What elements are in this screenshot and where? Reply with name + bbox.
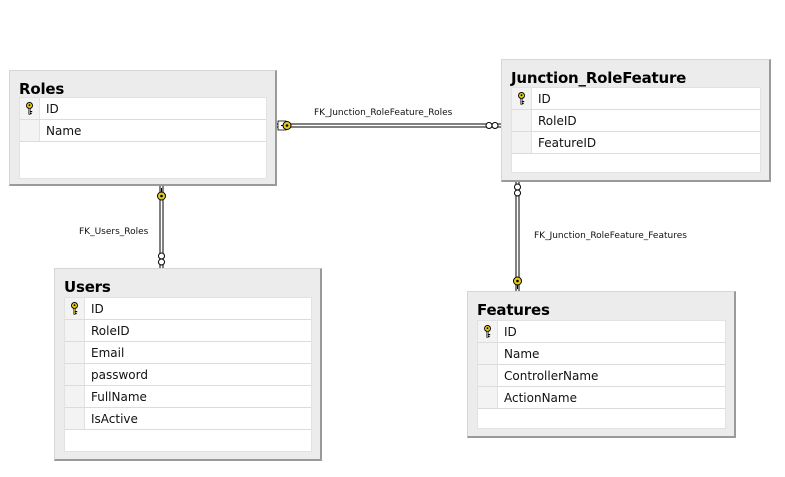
- column-name: password: [91, 367, 148, 382]
- relationship-label-roles-junction[interactable]: FK_Junction_RoleFeature_Roles: [314, 108, 453, 118]
- table-junction-rolefeature[interactable]: Junction_RoleFeature ID RoleID FeatureID: [501, 59, 771, 182]
- column-name: ActionName: [504, 390, 577, 405]
- column-name: RoleID: [91, 323, 130, 338]
- table-features[interactable]: Features ID Name ControllerName ActionNa…: [467, 291, 736, 438]
- column-name: IsActive: [91, 411, 138, 426]
- key-icon: [478, 321, 498, 342]
- column-name: ID: [91, 301, 104, 316]
- many-end-infinity-icon: [514, 183, 521, 197]
- column-list-junction: ID RoleID FeatureID: [511, 87, 761, 173]
- row-selector: [65, 320, 85, 341]
- column-list-features: ID Name ControllerName ActionName: [477, 320, 726, 429]
- row-selector: [20, 120, 40, 141]
- column-row[interactable]: RoleID: [65, 320, 311, 342]
- table-title-roles: Roles: [19, 80, 65, 98]
- table-title-users: Users: [64, 278, 111, 296]
- table-title-features: Features: [477, 301, 550, 319]
- column-row[interactable]: ID: [20, 98, 266, 120]
- one-end-key-icon: [277, 120, 292, 131]
- row-selector: [65, 342, 85, 363]
- column-row[interactable]: password: [65, 364, 311, 386]
- table-roles[interactable]: Roles ID Name: [9, 70, 277, 186]
- column-list-roles: ID Name: [19, 97, 267, 179]
- column-row[interactable]: ActionName: [478, 387, 725, 409]
- many-end-infinity-icon: [158, 252, 165, 266]
- one-end-key-icon: [157, 188, 166, 201]
- column-name: ControllerName: [504, 368, 599, 383]
- relationship-label-junction-features[interactable]: FK_Junction_RoleFeature_Features: [534, 231, 687, 241]
- one-end-key-icon: [513, 276, 522, 289]
- row-selector: [512, 110, 532, 131]
- column-row[interactable]: ControllerName: [478, 365, 725, 387]
- column-row[interactable]: RoleID: [512, 110, 760, 132]
- relationship-line-junction-features[interactable]: [515, 182, 520, 291]
- column-row[interactable]: ID: [478, 321, 725, 343]
- column-list-users: ID RoleID Email password FullName IsActi…: [64, 297, 312, 452]
- column-name: ID: [504, 324, 517, 339]
- column-name: Name: [504, 346, 540, 361]
- row-selector: [478, 343, 498, 364]
- column-row[interactable]: IsActive: [65, 408, 311, 430]
- column-row[interactable]: ID: [512, 88, 760, 110]
- column-row[interactable]: FullName: [65, 386, 311, 408]
- row-selector: [65, 364, 85, 385]
- many-end-infinity-icon: [485, 122, 499, 129]
- column-name: Name: [46, 123, 82, 138]
- column-name: Email: [91, 345, 125, 360]
- column-name: RoleID: [538, 113, 577, 128]
- relationship-label-users-roles[interactable]: FK_Users_Roles: [79, 227, 149, 237]
- row-selector: [65, 386, 85, 407]
- table-title-junction: Junction_RoleFeature: [511, 69, 687, 87]
- column-name: FeatureID: [538, 135, 597, 150]
- column-name: FullName: [91, 389, 147, 404]
- relationship-line-roles-junction[interactable]: [277, 123, 501, 128]
- key-icon: [65, 298, 85, 319]
- row-selector: [478, 365, 498, 386]
- key-icon: [512, 88, 532, 109]
- column-row[interactable]: FeatureID: [512, 132, 760, 154]
- column-row[interactable]: ID: [65, 298, 311, 320]
- column-row[interactable]: Email: [65, 342, 311, 364]
- table-users[interactable]: Users ID RoleID Email password FullName …: [54, 268, 322, 461]
- row-selector: [65, 408, 85, 429]
- key-icon: [20, 98, 40, 119]
- column-name: ID: [46, 101, 59, 116]
- column-row[interactable]: Name: [478, 343, 725, 365]
- row-selector: [512, 132, 532, 153]
- column-name: ID: [538, 91, 551, 106]
- row-selector: [478, 387, 498, 408]
- column-row[interactable]: Name: [20, 120, 266, 142]
